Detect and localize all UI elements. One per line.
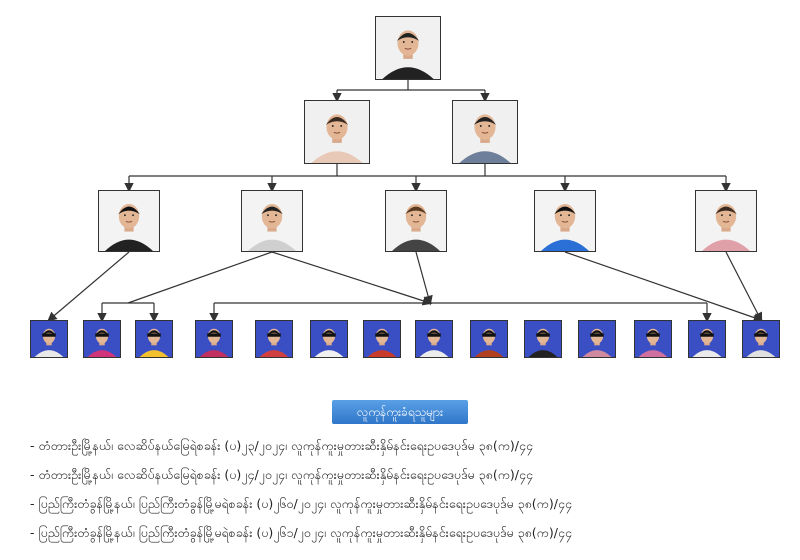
victim-photo-10: [524, 320, 562, 358]
connector-13: [47, 251, 130, 322]
victim-photo-2: [83, 320, 121, 358]
victim-photo-3-icon: [136, 321, 172, 357]
connector-23: [564, 251, 764, 323]
victim-photo-13-icon: [689, 321, 725, 357]
victim-photo-11: [578, 320, 616, 358]
victim-photo-9-icon: [471, 321, 507, 357]
manager-photo-2: [452, 100, 518, 164]
victim-photo-12: [634, 320, 672, 358]
connector-22: [415, 251, 433, 306]
victim-photo-14: [742, 320, 780, 358]
connector-24: [725, 251, 763, 323]
manager-photo-1: [304, 100, 370, 164]
case-line-3: - ပြည်ကြီးတံခွန်မြို့နယ်၊ ပြည်ကြီးတံခွန်…: [30, 496, 573, 511]
victim-photo-7: [363, 320, 401, 358]
victim-photo-11-icon: [579, 321, 615, 357]
victim-photo-3: [135, 320, 173, 358]
victim-photo-14-icon: [743, 321, 779, 357]
victim-photo-4-icon: [196, 321, 232, 357]
victim-photo-10-icon: [525, 321, 561, 357]
recruiter-photo-1-icon: [99, 191, 159, 251]
victim-photo-1-icon: [31, 321, 67, 357]
case-line-4: - ပြည်ကြီးတံခွန်မြို့နယ်၊ ပြည်ကြီးတံခွန်…: [30, 525, 573, 540]
recruiter-photo-5: [695, 190, 757, 252]
manager-photo-1-icon: [305, 101, 369, 163]
victim-photo-13: [688, 320, 726, 358]
victim-photo-5: [255, 320, 293, 358]
recruiter-photo-3-icon: [386, 191, 446, 251]
victim-photo-7-icon: [364, 321, 400, 357]
victim-photo-4: [195, 320, 233, 358]
victim-photo-12-icon: [635, 321, 671, 357]
case-line-1: - တံတားဦးမြို့နယ်၊ လေဆိပ်နယ်မြေရဲစခန်း (…: [30, 438, 534, 453]
victim-photo-6: [310, 320, 348, 358]
recruiter-photo-5-icon: [696, 191, 756, 251]
recruiter-photo-2-icon: [242, 191, 302, 251]
victim-photo-9: [470, 320, 508, 358]
victim-photo-8: [415, 320, 453, 358]
recruiter-photo-1: [98, 190, 160, 252]
victims-legend-label: လူကုန်ကူးခံရသူများ: [332, 400, 468, 424]
case-line-2: - တံတားဦးမြို့နယ်၊ လေဆိပ်နယ်မြေရဲစခန်း (…: [30, 467, 534, 482]
recruiter-photo-3: [385, 190, 447, 252]
victim-photo-2-icon: [84, 321, 120, 357]
boss-photo: [375, 16, 441, 80]
victim-photo-8-icon: [416, 321, 452, 357]
connector-18: [271, 251, 433, 306]
victim-photo-6-icon: [311, 321, 347, 357]
connector-14: [127, 251, 273, 304]
manager-photo-2-icon: [453, 101, 517, 163]
recruiter-photo-2: [241, 190, 303, 252]
victim-photo-1: [30, 320, 68, 358]
recruiter-photo-4-icon: [535, 191, 595, 251]
victim-photo-5-icon: [256, 321, 292, 357]
recruiter-photo-4: [534, 190, 596, 252]
boss-photo-icon: [376, 17, 440, 79]
